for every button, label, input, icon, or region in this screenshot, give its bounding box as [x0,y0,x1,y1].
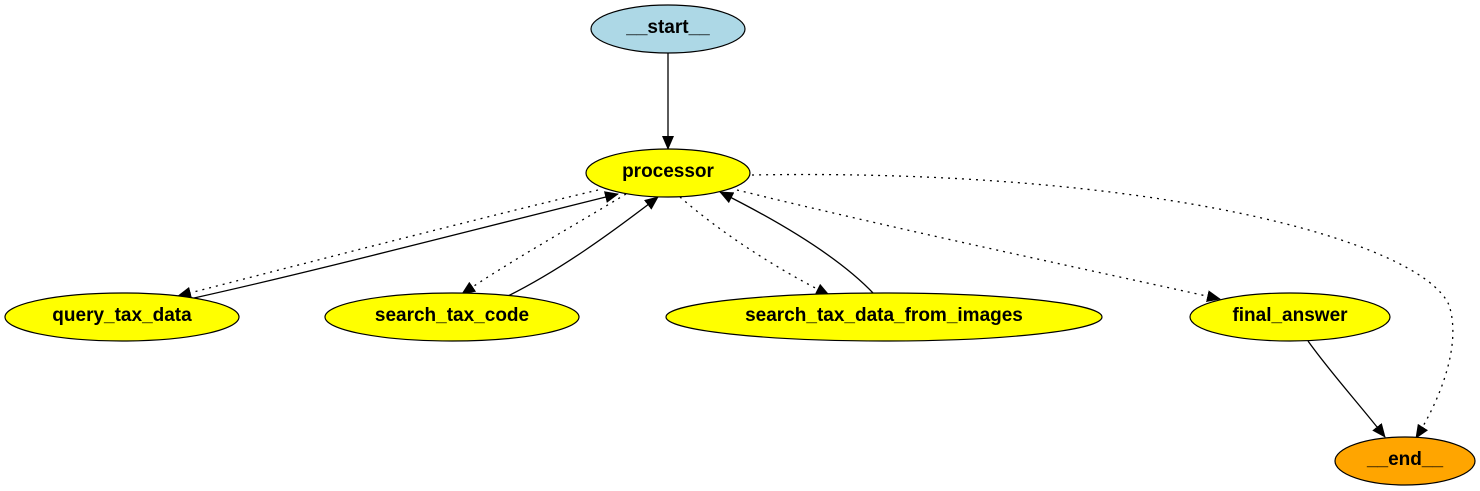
edge-search-tax-data-from-images-to-processor [719,191,875,295]
node-search-tax-code-shape [324,292,580,342]
edge-query-tax-data-to-processor [193,191,619,299]
node-search-tax-data-from-images[interactable]: search_tax_data_from_images [665,292,1103,342]
node-query-tax-data-shape [4,292,240,342]
node-processor[interactable]: processor [585,148,751,198]
edges-layer [177,53,1454,439]
edge-processor-to-end [751,173,1454,439]
node-search-tax-data-from-images-label: search_tax_data_from_images [745,305,1023,326]
node-search-tax-code[interactable]: search_tax_code [324,292,580,342]
node-processor-label: processor [622,161,714,182]
node-search-tax-code-label: search_tax_code [375,305,529,326]
node-end-label: __end__ [1366,449,1443,470]
edge-processor-to-final-answer [736,189,1221,303]
nodes-layer: __start__ processor query_tax_data searc… [4,4,1476,486]
edge-final-answer-to-end [1307,340,1386,438]
node-query-tax-data[interactable]: query_tax_data [4,292,240,342]
edge-processor-to-search-tax-data-from-images [679,196,830,296]
edge-processor-to-query-tax-data [177,189,599,299]
node-final-answer-label: final_answer [1232,305,1348,326]
node-search-tax-data-from-images-shape [665,292,1103,342]
edge-processor-to-search-tax-code [461,193,627,295]
node-processor-shape [585,148,751,198]
edge-search-tax-code-to-processor [507,196,659,297]
node-start-label: __start__ [625,17,710,38]
node-end-shape [1334,436,1476,486]
node-final-answer[interactable]: final_answer [1189,292,1391,342]
node-query-tax-data-label: query_tax_data [52,305,192,326]
node-end[interactable]: __end__ [1334,436,1476,486]
node-final-answer-shape [1189,292,1391,342]
node-start[interactable]: __start__ [590,4,746,54]
node-start-shape [590,4,746,54]
